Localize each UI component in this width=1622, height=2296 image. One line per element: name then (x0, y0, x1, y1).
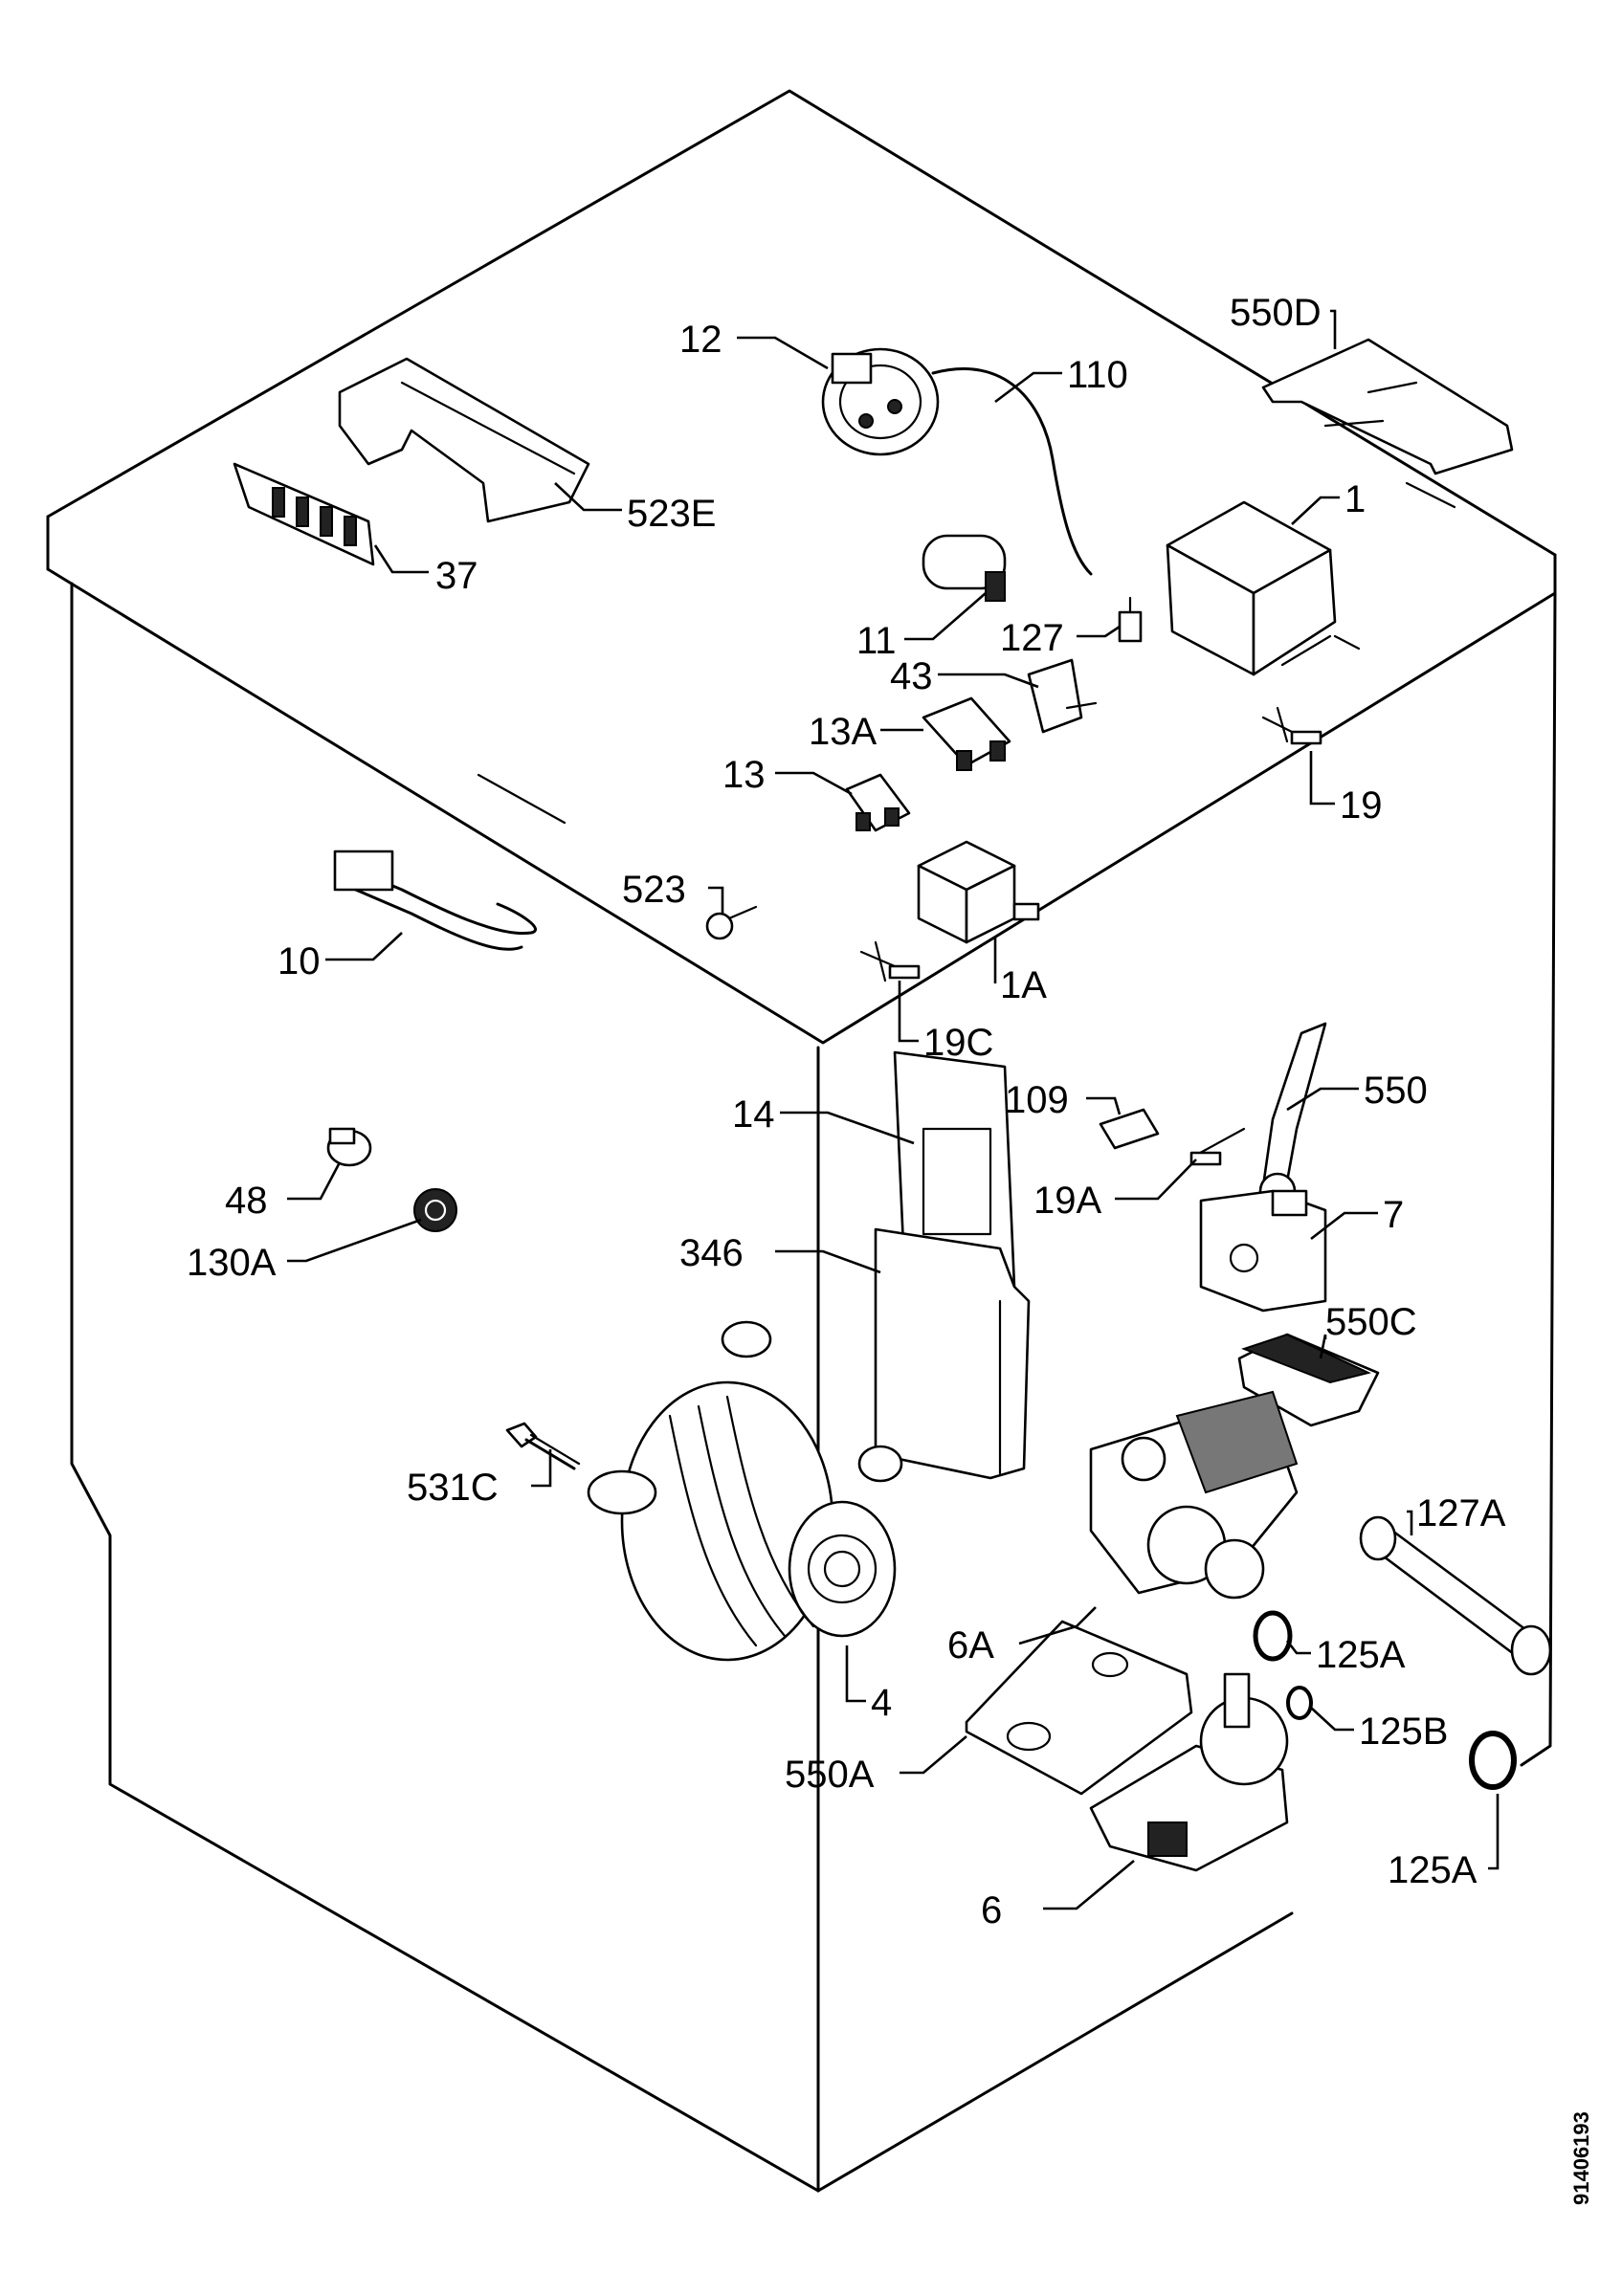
part-523e-bracket (338, 357, 590, 523)
callout-43: 43 (890, 655, 933, 697)
part-43-switch (1027, 658, 1098, 734)
callout-37: 37 (435, 555, 478, 597)
callout-550c: 550C (1325, 1301, 1417, 1343)
callout-127a: 127A (1416, 1492, 1506, 1534)
part-346-dispenser-housing (874, 1227, 1031, 1480)
part-19-wire-clip (1261, 706, 1322, 745)
callout-550d: 550D (1230, 292, 1322, 334)
part-125b-seal (1286, 1686, 1313, 1720)
callout-13a: 13A (809, 711, 877, 753)
callout-125a-lower: 125A (1388, 1849, 1478, 1891)
callout-4: 4 (871, 1682, 892, 1724)
part-550a-cover (965, 1620, 1193, 1796)
leader-lines (287, 309, 1500, 1910)
callout-19: 19 (1340, 784, 1383, 827)
callout-125a-upper: 125A (1316, 1634, 1406, 1676)
part-110-hose (931, 367, 1093, 576)
callout-12: 12 (679, 319, 722, 361)
part-130a-knob (413, 1188, 457, 1232)
part-550-lever (1258, 1022, 1327, 1210)
callout-13: 13 (722, 754, 766, 796)
part-19a-wire (1189, 1127, 1246, 1166)
callout-130a: 130A (187, 1242, 277, 1284)
part-125a-seal-lower (1469, 1731, 1517, 1790)
callout-523e: 523E (627, 493, 716, 535)
document-number: 91406193 (1569, 2111, 1593, 2205)
callout-127: 127 (1000, 617, 1064, 659)
part-19c-wire-clip (859, 940, 921, 982)
callout-7: 7 (1383, 1194, 1404, 1236)
part-1a-switch (917, 840, 1040, 944)
callout-125b: 125B (1359, 1711, 1448, 1753)
callout-48: 48 (225, 1180, 268, 1222)
part-127-connector (1118, 596, 1143, 643)
part-550d-cover-plate (1261, 338, 1514, 475)
part-4-motor (587, 1320, 903, 1662)
part-13-connector (845, 773, 911, 832)
part-48-switch (326, 1127, 372, 1167)
callout-1: 1 (1344, 478, 1366, 520)
callout-6a: 6A (947, 1624, 994, 1667)
callout-346: 346 (679, 1232, 744, 1274)
callout-10: 10 (278, 940, 321, 982)
callout-550a: 550A (785, 1754, 875, 1796)
part-12-pressure-switch (821, 347, 940, 456)
callout-11: 11 (856, 620, 897, 662)
callout-550: 550 (1364, 1070, 1428, 1112)
part-37-terminal-block (233, 462, 375, 566)
part-6-drain-pump (1089, 1672, 1289, 1872)
callout-110: 110 (1067, 354, 1128, 396)
part-10-heater (333, 850, 538, 951)
part-531c-bolt (505, 1422, 581, 1470)
part-1-programmer (1166, 500, 1361, 676)
callout-523: 523 (622, 869, 686, 911)
callout-19c: 19C (923, 1022, 993, 1064)
part-109-fitting (1099, 1108, 1160, 1150)
part-523-fitting (705, 905, 758, 940)
part-7-door-lock (1199, 1189, 1327, 1313)
part-125a-seal-upper (1253, 1610, 1293, 1662)
callout-6: 6 (981, 1889, 1002, 1932)
callout-531c: 531C (407, 1467, 499, 1509)
callout-1a: 1A (1000, 964, 1047, 1006)
part-13a-connector (922, 696, 1011, 771)
callout-labels: 12 110 550D 523E 37 1 11 127 43 13A 13 1… (187, 292, 1506, 1932)
part-127a-hose (1359, 1515, 1552, 1676)
callout-14: 14 (732, 1093, 775, 1136)
part-11-capacitor (922, 534, 1007, 602)
callout-109: 109 (1005, 1079, 1069, 1121)
callout-19a: 19A (1033, 1180, 1101, 1222)
part-6a-pump-housing (1089, 1390, 1299, 1600)
